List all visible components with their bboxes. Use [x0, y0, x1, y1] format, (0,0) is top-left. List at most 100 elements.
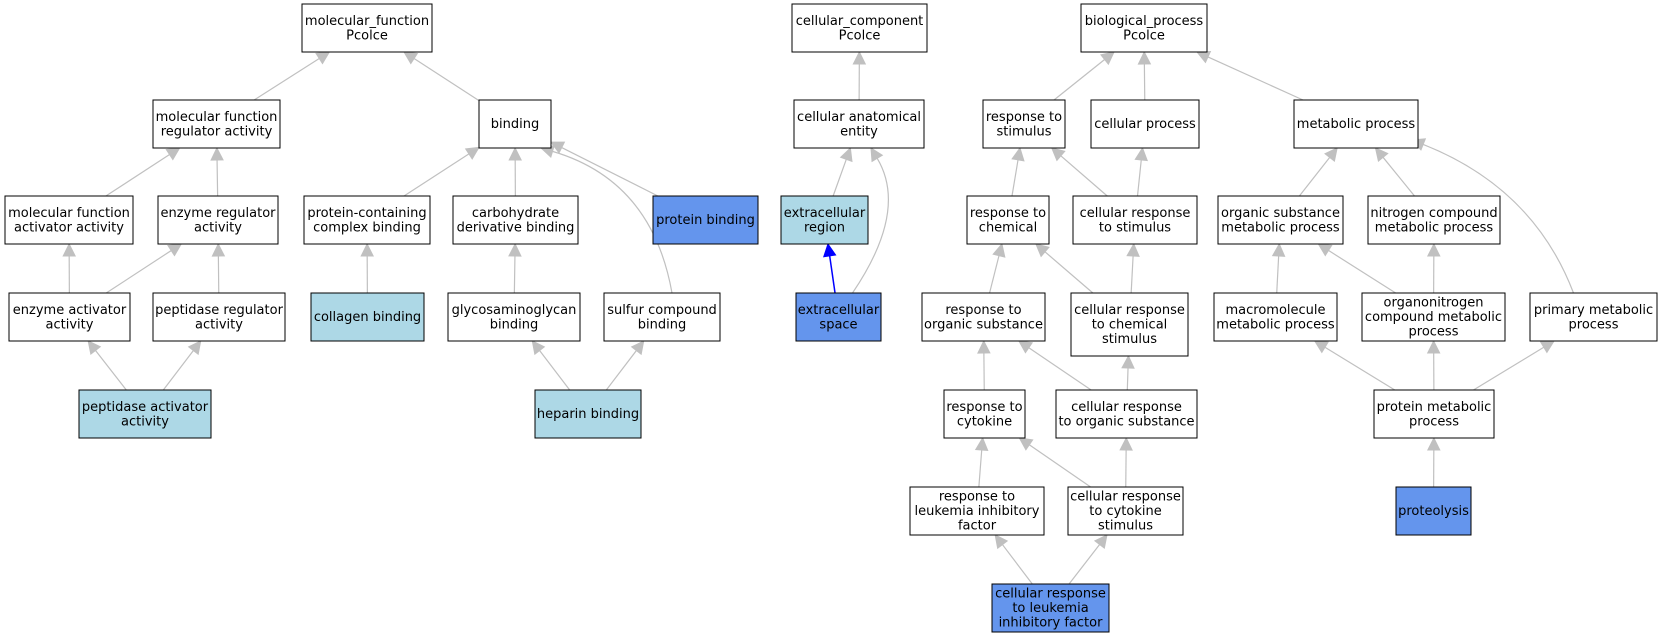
go-term-label-mf-line-0: molecular_function — [305, 14, 429, 29]
edge-arrowhead-pccb-to-binding — [464, 146, 480, 160]
go-term-label-mfaa-line-1: activator activity — [14, 220, 124, 235]
go-term-node-cp[interactable]: cellular process — [1090, 99, 1200, 149]
edge-arrowhead-prmp-to-pmp — [1539, 340, 1555, 354]
go-term-label-osmp-line-1: metabolic process — [1221, 220, 1340, 235]
go-term-label-cae-line-1: entity — [840, 124, 878, 139]
go-term-label-ncmp-line-1: metabolic process — [1375, 220, 1494, 235]
go-term-label-eaa-line-1: activity — [46, 317, 94, 332]
edge-arrowhead-binding-to-mf — [403, 51, 419, 65]
edge-arrowhead-crts-to-rts — [1050, 147, 1066, 162]
edge-arrowhead-rtc-to-rts — [1011, 146, 1025, 162]
edge-prmp-to-mmp — [1324, 346, 1396, 391]
edge-arrowhead-rtlif-to-rtcy — [974, 436, 989, 451]
edge-arrowhead-crcs-to-rtc — [1035, 243, 1050, 258]
go-term-box-cdb — [452, 195, 579, 245]
go-term-label-cp-line-0: cellular process — [1094, 117, 1196, 132]
edge-osmp-to-mp — [1298, 157, 1331, 197]
edge-arrowhead-crlif-to-crtcs — [1093, 534, 1108, 550]
go-term-node-binding[interactable]: binding — [478, 99, 552, 149]
go-term-label-er-line-0: extracellular — [784, 206, 866, 221]
go-term-box-colb — [310, 292, 425, 342]
go-term-label-crlif-line-1: to leukemia — [1012, 601, 1088, 616]
edge-arrowhead-prmp-to-oncmp — [1426, 339, 1441, 354]
edge-rtos-to-rtc — [988, 255, 1000, 294]
edge-arrowhead-crtcs-to-crtos — [1119, 436, 1133, 451]
go-term-box-eaa — [8, 292, 131, 342]
go-term-label-crcs-line-1: to chemical — [1092, 318, 1168, 333]
go-term-label-mmp-line-0: macromolecule — [1225, 303, 1325, 318]
edge-arrowhead-gagb-to-cdb — [508, 242, 522, 257]
edge-arrowhead-hb-to-gagb — [531, 340, 546, 356]
edge-arrowhead-ncmp-to-mp — [1374, 147, 1389, 162]
edge-arrowhead-crlif-to-rtlif — [994, 534, 1009, 550]
go-term-label-rtos-line-1: organic substance — [924, 317, 1043, 332]
go-term-label-gagb-line-1: binding — [490, 317, 538, 332]
go-term-label-mf-line-1: Pcolce — [346, 28, 388, 43]
go-term-node-hb[interactable]: heparin binding — [534, 389, 642, 439]
go-term-label-rts-line-1: stimulus — [996, 124, 1051, 139]
go-term-label-prmp-line-1: process — [1409, 414, 1459, 429]
edge-arrowhead-mfaa-to-mfra — [165, 147, 181, 161]
go-term-label-rtc-line-1: chemical — [979, 220, 1037, 235]
go-term-node-mp[interactable]: metabolic process — [1293, 99, 1419, 149]
edge-arrowhead-era-to-mfra — [210, 146, 224, 161]
edge-arrowhead-eaa-to-era — [167, 243, 183, 257]
edge-arrowhead-colb-to-pccb — [360, 242, 374, 257]
go-term-node-colb[interactable]: collagen binding — [310, 292, 425, 342]
edge-arrowhead-oncmp-to-osmp — [1317, 243, 1333, 257]
edge-arrowhead-cp-to-bp — [1137, 50, 1152, 65]
go-term-node-proteolysis[interactable]: proteolysis — [1395, 486, 1472, 536]
go-term-node-pb[interactable]: protein binding — [652, 195, 759, 245]
edge-arrowhead-mfra-to-mf — [315, 51, 331, 65]
go-term-box-scb — [603, 292, 721, 342]
go-term-label-proteolysis-line-0: proteolysis — [1398, 504, 1469, 519]
edge-pmp-to-mp — [1422, 143, 1575, 294]
go-term-label-crtos-line-0: cellular response — [1071, 400, 1182, 415]
go-term-label-oncmp-line-0: organonitrogen — [1384, 296, 1484, 311]
go-term-label-crtcs-line-1: to cytokine — [1089, 504, 1161, 519]
edge-prmp-to-pmp — [1473, 346, 1545, 391]
edge-rts-to-bp — [1053, 59, 1106, 101]
go-term-box-crcs — [1070, 292, 1189, 357]
edge-oncmp-to-osmp — [1328, 249, 1396, 294]
edge-rtc-to-rts — [1011, 159, 1019, 197]
go-term-box-pra — [152, 292, 286, 342]
edge-crcs-to-crts — [1130, 255, 1134, 294]
go-term-box-rtcy — [943, 389, 1026, 439]
edge-mfaa-to-mfra — [105, 154, 170, 197]
